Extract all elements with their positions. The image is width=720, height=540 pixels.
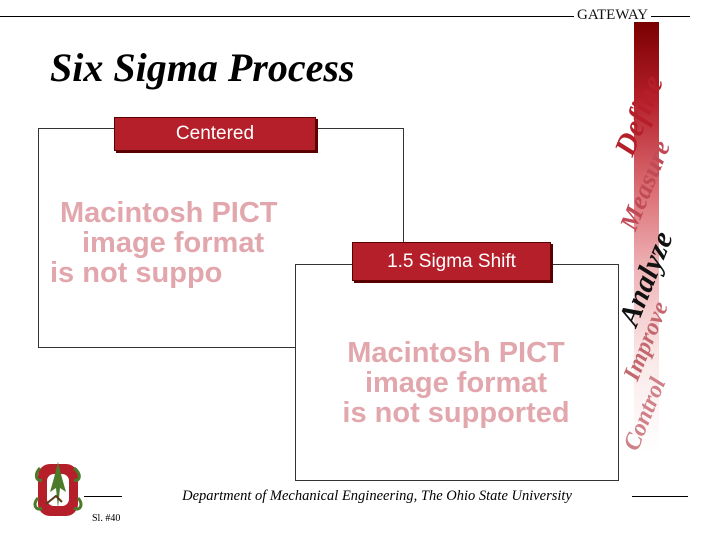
figure-shift-frame [295, 264, 619, 481]
figure-centered-placeholder: Macintosh PICT image format is not suppo [42, 198, 402, 294]
gateway-label: GATEWAY [574, 6, 652, 24]
footer-rule-left [84, 496, 122, 497]
placeholder-line: image format [82, 227, 265, 259]
placeholder-line: image format [364, 367, 548, 399]
placeholder-line: Macintosh PICT [347, 338, 565, 369]
label-sigma-shift: 1.5 Sigma Shift [352, 242, 551, 281]
placeholder-line: Macintosh PICT [60, 198, 278, 229]
footer-rule-right [632, 496, 688, 497]
label-centered: Centered [114, 117, 316, 151]
slide-number: Sl. #40 [92, 513, 121, 524]
step-control: Control [618, 374, 672, 455]
header-rule [0, 16, 690, 17]
placeholder-line: is not suppo [50, 257, 223, 289]
page-title: Six Sigma Process [50, 45, 355, 90]
footer-department: Department of Mechanical Engineering, Th… [182, 488, 572, 504]
placeholder-line: is not supported [342, 397, 570, 429]
process-gradient-bar [634, 22, 659, 452]
ohio-state-block-o-logo-icon [33, 462, 83, 516]
figure-shift-placeholder: Macintosh PICT image format is not suppo… [300, 338, 612, 434]
